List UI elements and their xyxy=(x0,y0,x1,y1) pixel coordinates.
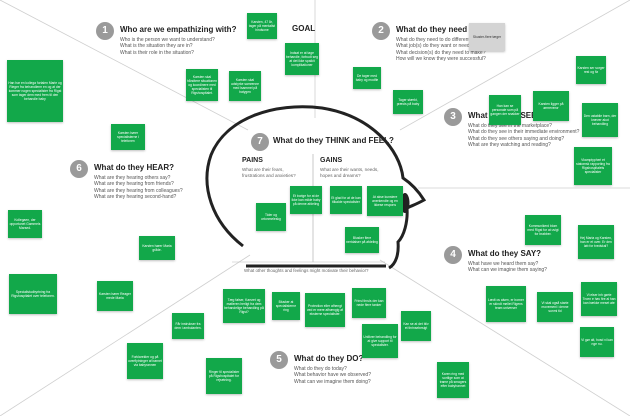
sticky-note[interactable]: Specialistudbyrtning fra Rigshospitalet … xyxy=(9,274,57,314)
sticky-note[interactable]: Karen ring med sortlige som at trame på … xyxy=(437,362,469,398)
question: Who is the person we want to understand? xyxy=(120,37,215,43)
divider-bottom-left xyxy=(0,254,251,416)
section-number-do: 2 xyxy=(372,22,390,40)
question: What do they see in their immediate envi… xyxy=(468,129,580,136)
sticky-note[interactable]: Tæg følser, Karsret og matieren herligt … xyxy=(223,289,265,323)
sticky-note[interactable]: Karsten skal håndtere situationen og koo… xyxy=(186,69,218,101)
goal-label: GOAL xyxy=(292,24,316,33)
question: How will we know they were successful? xyxy=(396,55,486,62)
section-number-see: 3 xyxy=(444,108,462,126)
sticky-note[interactable]: Den ustabile barn, der kræver akut behan… xyxy=(582,103,618,137)
section-title-do: What do they need to DO? xyxy=(396,25,496,34)
section-number-think: 7 xyxy=(251,133,269,151)
head-outline xyxy=(205,105,427,270)
gains-question: What are their wants, needs, hopes and d… xyxy=(320,167,379,178)
section-questions-doobs: What do they do today? What behavior hav… xyxy=(294,366,371,385)
sticky-note[interactable]: Karsten hører Maria gråde. xyxy=(139,236,175,260)
section-title-hear: What do they HEAR? xyxy=(94,163,174,172)
sticky-note[interactable]: Tider og ortonmeleskg xyxy=(256,203,286,231)
pains-question: What are their fears, frustrations and a… xyxy=(242,167,296,178)
sticky-note[interactable]: Karsten ligger på ømreveror xyxy=(533,91,569,121)
question: What are they hearing from colleagues? xyxy=(94,187,183,194)
sticky-note[interactable]: Et borige for at de ikke kan mikle baby … xyxy=(290,186,322,214)
sticky-note[interactable]: Forklarelder og på overflytninger af bar… xyxy=(127,343,163,379)
section-questions-empathize: Who is the person we want to understand?… xyxy=(120,37,215,56)
section-questions-hear: What are they hearing others say? What a… xyxy=(94,175,183,200)
sticky-note[interactable]: Skuster-flere tæger xyxy=(469,23,505,51)
question: What can we imagine them saying? xyxy=(468,267,547,274)
sticky-note[interactable]: Kollegaen, der opportunet Gammels Marsed… xyxy=(8,210,42,238)
sticky-note[interactable]: Karsten, 47 år, tager på mentalist hinds… xyxy=(247,13,277,39)
sticky-note[interactable]: Karsten skal udstyrke samrenne med lsamm… xyxy=(229,71,261,101)
sticky-note[interactable]: Vkamptypheri et statomsk rapporting fra … xyxy=(574,147,612,185)
sticky-note[interactable]: Karsten hører specialisterne i telefonen xyxy=(111,124,145,150)
sticky-note[interactable]: Hej Maria og Karsten, han er et over. Er… xyxy=(578,225,614,259)
sticky-note[interactable]: Lædt os alsen, er borner er skindt melle… xyxy=(486,286,526,322)
question: What is the situation they are in? xyxy=(120,43,193,50)
question: What decision(s) do they need to make? xyxy=(396,49,486,56)
section-number-say: 4 xyxy=(444,246,462,264)
sticky-note[interactable]: De tager med baby og modfle xyxy=(353,67,381,89)
question: What behavior have we observed? xyxy=(294,372,371,379)
sticky-note[interactable]: Frinsl thruls der kan nede flere tanker xyxy=(352,288,386,318)
sticky-note[interactable]: Karsten ser sorger rest og fiz xyxy=(576,56,606,84)
sticky-note[interactable]: Indsat er at tage behandle, forbudt seg … xyxy=(285,43,319,75)
sticky-note[interactable]: Vi skal også starte movemeni i denne sun… xyxy=(537,292,573,322)
other-thoughts-question: What other thoughts and feelings might m… xyxy=(244,268,369,273)
section-number-hear: 6 xyxy=(70,160,88,178)
section-questions-do: What do they need to do differently? Wha… xyxy=(396,37,499,62)
sticky-note[interactable]: Kommunikerd blom med Rigst for at uvigt … xyxy=(525,215,561,245)
sticky-note[interactable]: Kan se at det bliv et thrinsebesigt xyxy=(401,311,431,341)
sticky-note[interactable]: Karsten hører Reager mede Maria xyxy=(97,281,133,311)
divider-bottom-right xyxy=(379,259,630,416)
pains-label: PAINS xyxy=(242,157,263,164)
section-title-think: What do they THINK and FEEL? xyxy=(273,136,394,145)
sticky-note[interactable]: Et glad for at de kan tilkalde specialis… xyxy=(330,186,362,214)
sticky-note[interactable]: Får instrukser fra dem i ambulanten. xyxy=(172,313,204,339)
sticky-note[interactable]: Blusker flere nertdalser på afdeling xyxy=(345,227,379,253)
question: What are they hearing second-hand? xyxy=(94,193,177,200)
section-title-empathize: Who are we empathizing with? xyxy=(120,25,237,34)
question: What are they hearing from friends? xyxy=(94,181,174,188)
section-title-doobs: What do they DO? xyxy=(294,354,364,363)
sticky-note[interactable]: Ringer til specialister på Rigshospitale… xyxy=(206,358,242,394)
sticky-note[interactable]: Blusker at specialisterne ring xyxy=(272,292,300,320)
sticky-note[interactable]: Han har en kollega fortalen Marie og Rie… xyxy=(7,60,63,122)
sticky-note[interactable]: At akse kunstere anerkendte og en ikkese… xyxy=(367,186,403,216)
sticky-note[interactable]: Vi elser inh gørte Troen e hav fire al h… xyxy=(581,282,617,316)
question: What job(s) do they want or need to get … xyxy=(396,43,499,50)
question: What can we imagine them doing? xyxy=(294,378,371,385)
question: What do they do today? xyxy=(294,366,347,372)
sticky-note[interactable]: Unilkrer behandling for at give support … xyxy=(362,324,398,358)
section-questions-say: What have we heard them say? What can we… xyxy=(468,261,547,274)
question: What do they see others saying and doing… xyxy=(468,135,565,142)
divider-top-left xyxy=(0,0,249,131)
divider-top-right xyxy=(399,0,630,131)
gains-label: GAINS xyxy=(320,157,343,164)
sticky-note[interactable]: Tager stærkt, præcis på baby xyxy=(393,90,423,114)
sticky-note[interactable]: Protection eller afhengt ved er mere afh… xyxy=(305,293,345,327)
question: What do they see in the marketplace? xyxy=(468,123,552,129)
question: What are they hearing others say? xyxy=(94,175,171,181)
section-title-say: What do they SAY? xyxy=(468,249,542,258)
section-number-empathize: 1 xyxy=(96,22,114,40)
question: What are they watching and reading? xyxy=(468,141,551,148)
sticky-note[interactable]: Han kan se personale som på gangen der s… xyxy=(489,95,521,125)
question: What have we heard them say? xyxy=(468,261,539,267)
question: What do they need to do differently? xyxy=(396,37,477,43)
section-questions-see: What do they see in the marketplace? Wha… xyxy=(468,123,579,148)
question: What is their role in the situation? xyxy=(120,49,194,56)
sticky-note[interactable]: Vi gør alt, hvad vi kan nge nu. xyxy=(580,327,614,357)
section-number-doobs: 5 xyxy=(270,351,288,369)
